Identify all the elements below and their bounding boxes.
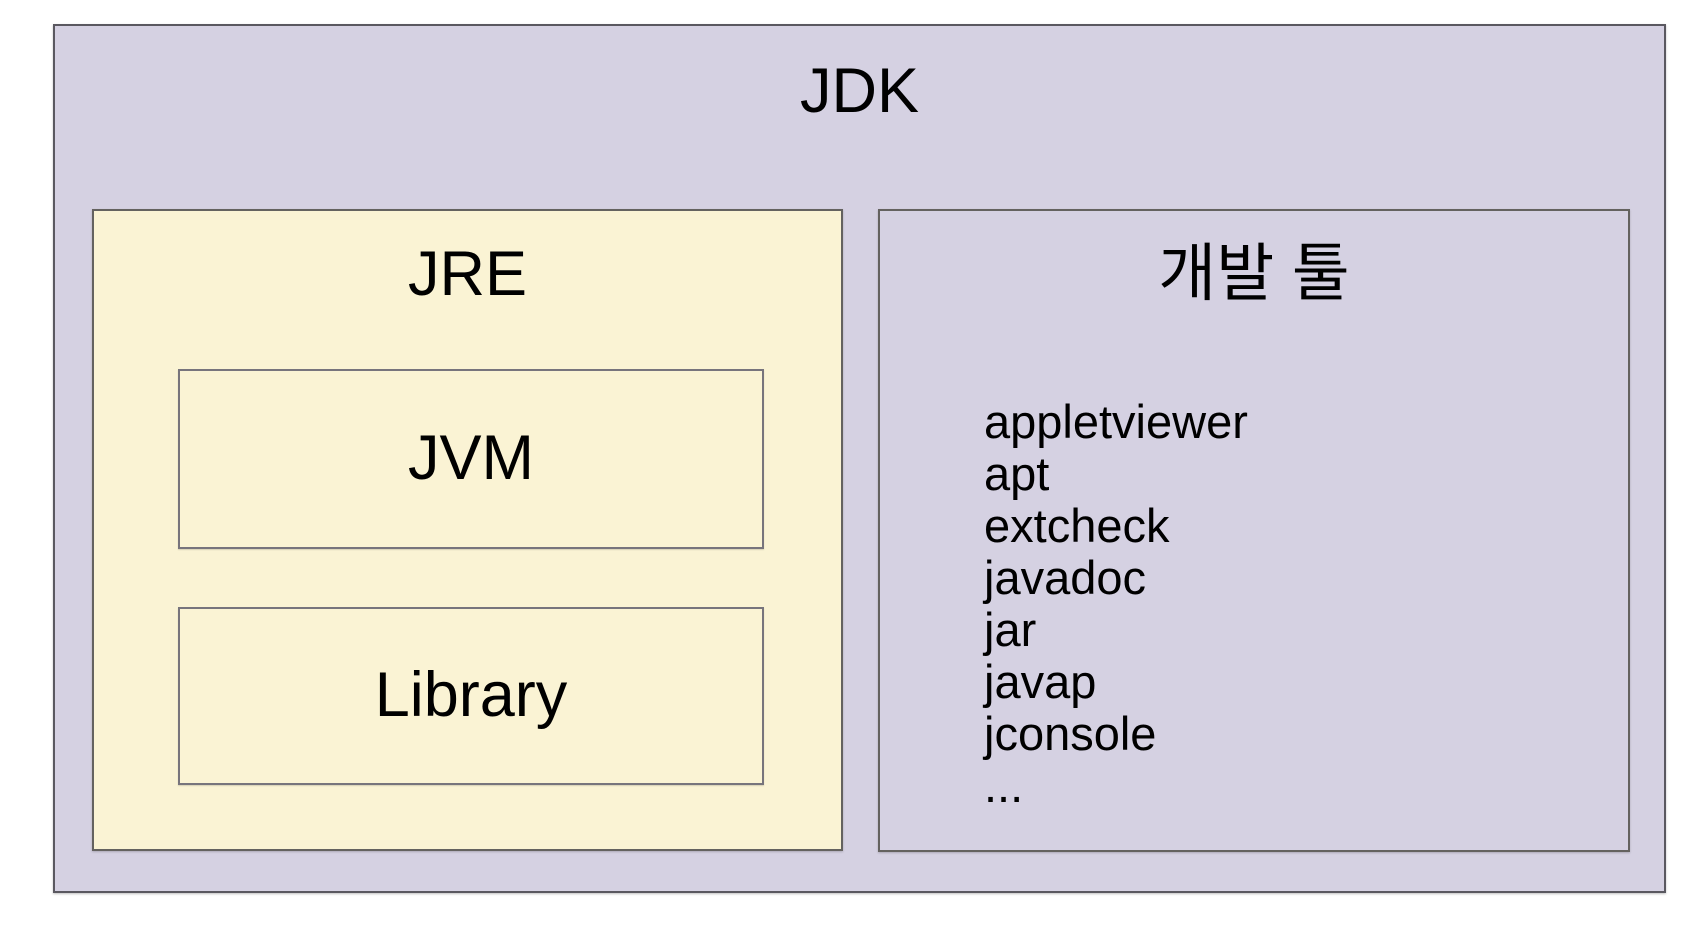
tool-list-item: appletviewer bbox=[984, 395, 1248, 448]
dev-tools-list: appletviewer apt extcheck javadoc jar ja… bbox=[984, 396, 1248, 812]
tool-list-item: ... bbox=[984, 759, 1024, 812]
tool-list-item: javap bbox=[984, 655, 1097, 708]
tool-list-item: jconsole bbox=[984, 707, 1157, 760]
jre-title: JRE bbox=[407, 239, 528, 309]
tool-list-item: jar bbox=[984, 603, 1037, 656]
library-label: Library bbox=[374, 660, 568, 731]
jvm-label: JVM bbox=[408, 423, 534, 494]
dev-tools-box: 개발 툴 appletviewer apt extcheck javadoc j… bbox=[878, 209, 1630, 852]
jdk-container-box: JDK JRE JVM Library 개발 툴 appletviewer ap… bbox=[53, 24, 1666, 893]
tool-list-item: javadoc bbox=[984, 551, 1146, 604]
tool-list-item: extcheck bbox=[984, 499, 1170, 552]
jvm-box: JVM bbox=[178, 369, 764, 549]
jdk-title: JDK bbox=[799, 56, 920, 126]
jre-box: JRE JVM Library bbox=[92, 209, 843, 851]
tool-list-item: apt bbox=[984, 447, 1050, 500]
dev-tools-title: 개발 툴 bbox=[1158, 239, 1350, 309]
library-box: Library bbox=[178, 607, 764, 785]
